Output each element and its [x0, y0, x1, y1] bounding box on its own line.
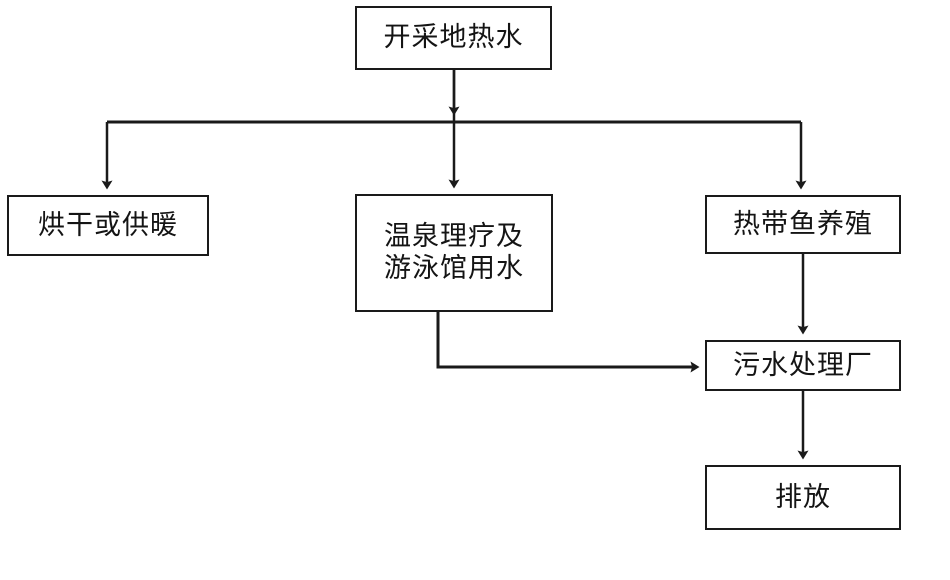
- node-source-label: 开采地热水: [383, 22, 524, 53]
- node-spa-label-line1: 温泉理疗及: [384, 221, 524, 252]
- node-drying[interactable]: 烘干或供暖: [7, 195, 209, 256]
- node-discharge[interactable]: 排放: [705, 465, 901, 530]
- node-sewage-label: 污水处理厂: [733, 349, 873, 380]
- edge-spa-to-sewage: [436, 312, 700, 373]
- node-spa-label-line2: 游泳馆用水: [384, 253, 524, 283]
- node-source[interactable]: 开采地热水: [355, 6, 552, 70]
- node-discharge-label: 排放: [775, 481, 831, 512]
- node-sewage[interactable]: 污水处理厂: [705, 340, 901, 391]
- node-fish[interactable]: 热带鱼养殖: [705, 195, 901, 254]
- node-fish-label: 热带鱼养殖: [733, 208, 873, 239]
- node-drying-label: 烘干或供暖: [38, 209, 178, 240]
- node-spa[interactable]: 温泉理疗及 游泳馆用水: [355, 194, 553, 312]
